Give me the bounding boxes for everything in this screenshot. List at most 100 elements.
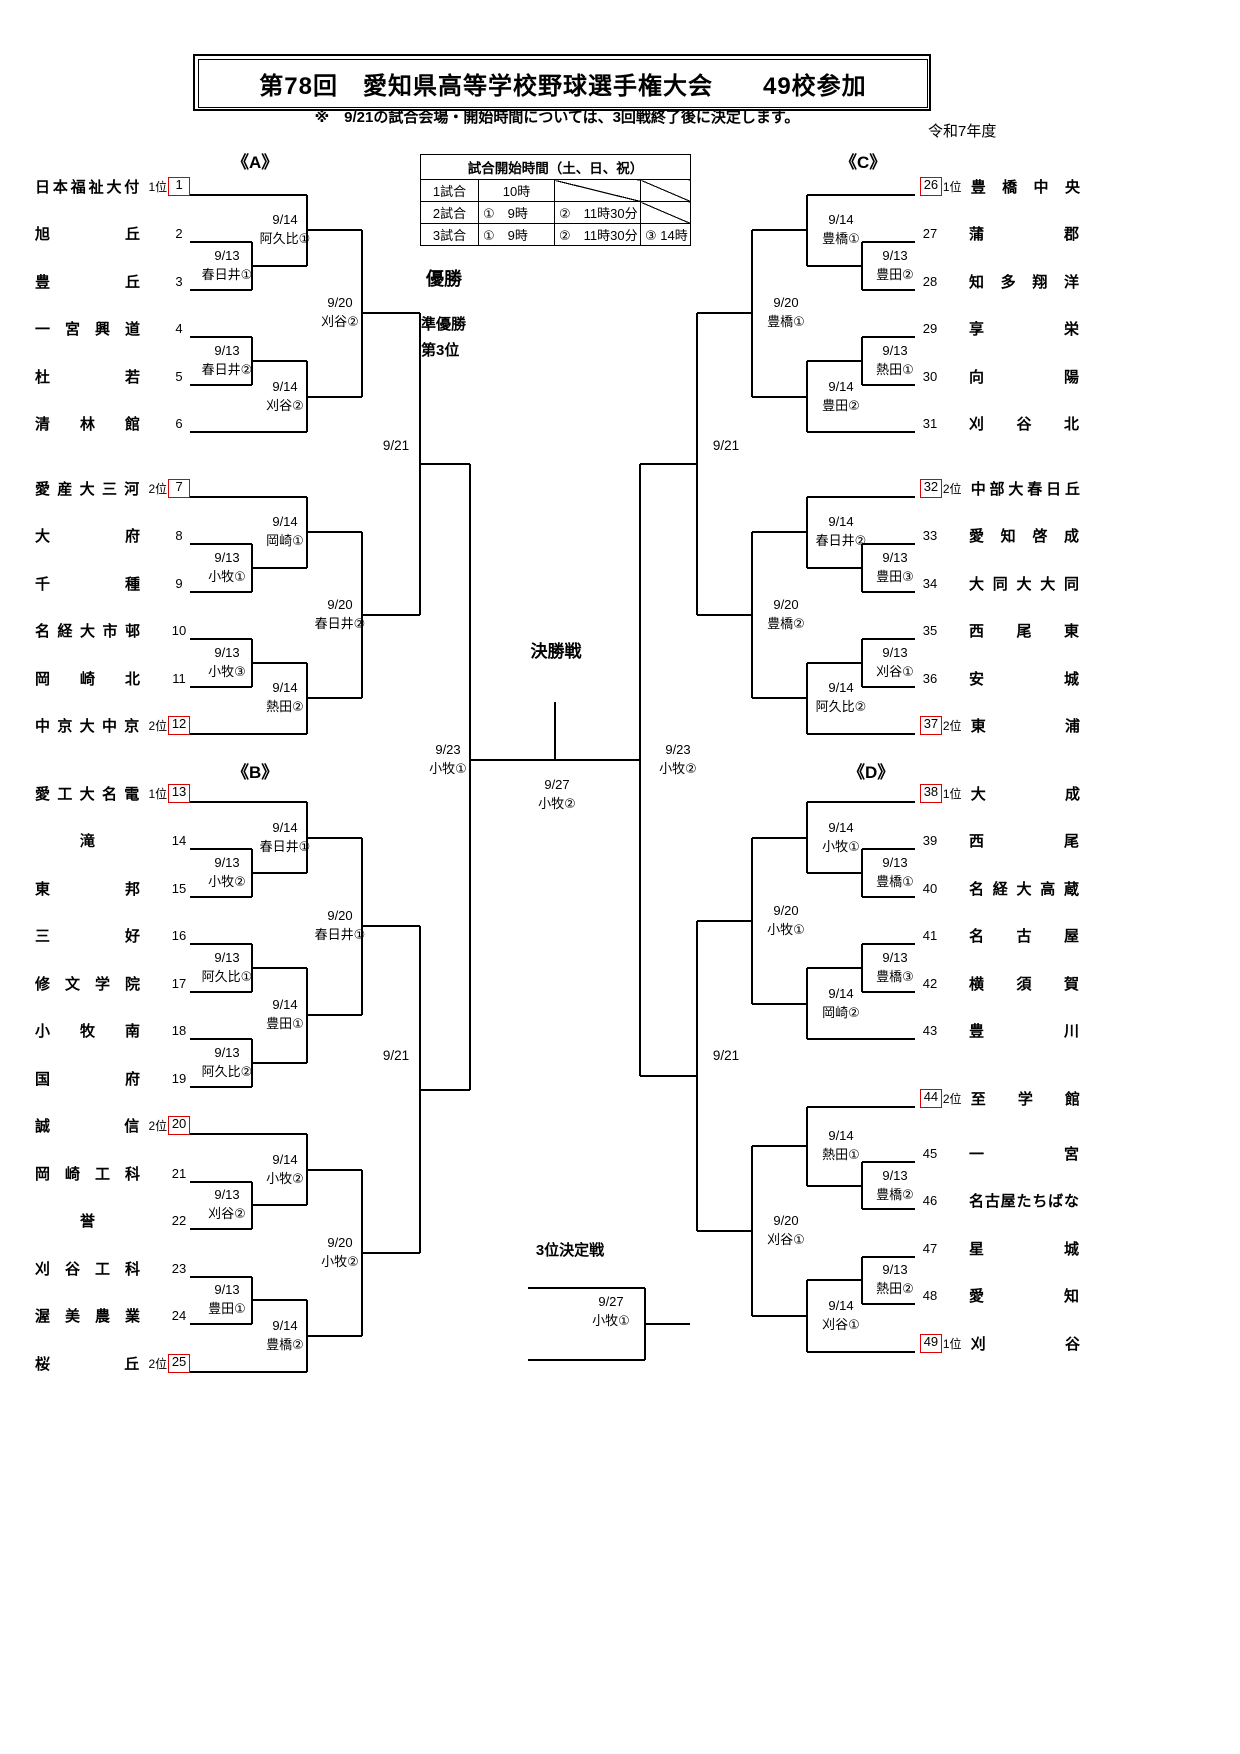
match-venue: 春日井① [314, 927, 366, 942]
match-date: 9/20 [327, 597, 353, 612]
team-number: 17 [171, 976, 187, 991]
team-name: 知多翔洋 [969, 274, 1079, 291]
era-label: 令和7年度 [928, 123, 997, 140]
team-name: 日本福祉大付 [35, 179, 140, 196]
match-label-b-qf-1: 9/20 春日井① [309, 906, 371, 944]
match-venue: 小牧② [659, 761, 697, 776]
match-date: 9/14 [828, 212, 854, 227]
match-venue: 小牧① [822, 839, 860, 854]
team-name: 小牧南 [35, 1023, 140, 1040]
match-date: 9/13 [214, 1187, 240, 1202]
team-row-15: 東邦 15 [35, 880, 190, 898]
match-venue: 小牧① [208, 569, 246, 584]
team-name: 至学館 [970, 1091, 1080, 1108]
team-number: 32 [920, 479, 942, 498]
team-seed: 2位 [148, 1357, 168, 1371]
bracket-block-a [190, 194, 470, 735]
team-name: 東浦 [970, 718, 1080, 735]
team-number: 42 [922, 976, 938, 991]
match-venue: 春日井② [201, 362, 253, 377]
match-venue: 岡崎① [266, 533, 304, 548]
match-venue: 熱田① [876, 362, 914, 377]
match-date: 9/14 [272, 514, 298, 529]
schedule-cell: ③ 14時 [640, 223, 691, 246]
match-venue: 豊橋① [876, 874, 914, 889]
match-date: 9/20 [327, 1235, 353, 1250]
team-number: 18 [171, 1023, 187, 1038]
match-date: 9/13 [214, 950, 240, 965]
match-venue: 小牧① [592, 1313, 630, 1328]
team-number: 12 [168, 716, 190, 735]
match-date: 9/14 [828, 680, 854, 695]
block-b-label: 《B》 [232, 763, 279, 782]
match-venue: 豊田③ [876, 569, 914, 584]
match-date: 9/13 [882, 248, 908, 263]
team-name: 蒲郡 [969, 226, 1079, 243]
team-name: 岡崎北 [35, 671, 140, 688]
schedule-cell-empty [640, 201, 691, 224]
match-date: 9/20 [327, 908, 353, 923]
team-number: 31 [922, 416, 938, 431]
team-number: 48 [922, 1288, 938, 1303]
match-date: 9/13 [214, 645, 240, 660]
match-venue: 春日井① [201, 267, 253, 282]
team-name: 杜若 [35, 369, 140, 386]
team-number: 34 [922, 576, 938, 591]
match-venue: 刈谷② [321, 314, 359, 329]
team-number: 2 [175, 226, 183, 241]
match-date-b-final: 9/21 [382, 1048, 410, 1063]
match-venue: 小牧① [429, 761, 467, 776]
team-number: 15 [171, 881, 187, 896]
team-number: 36 [922, 671, 938, 686]
match-venue: 小牧② [208, 874, 246, 889]
schedule-cell: ① 9時 [478, 223, 555, 246]
match-venue: 刈谷② [266, 398, 304, 413]
team-seed: 1位 [942, 787, 962, 801]
match-date: 9/20 [773, 903, 799, 918]
schedule-cell-empty [640, 179, 691, 202]
match-date: 9/13 [214, 1282, 240, 1297]
match-venue: 熱田② [266, 699, 304, 714]
team-name: 名経大高蔵 [969, 881, 1079, 898]
team-name: 東邦 [35, 881, 140, 898]
team-number: 40 [922, 881, 938, 896]
match-venue: 阿久比① [201, 969, 253, 984]
match-date: 9/20 [773, 295, 799, 310]
match-venue: 刈谷① [767, 1232, 805, 1247]
team-number: 24 [171, 1308, 187, 1323]
team-name: 豊丘 [35, 274, 140, 291]
team-number: 25 [168, 1354, 190, 1373]
team-number: 46 [922, 1193, 938, 1208]
bracket-block-b [190, 801, 470, 1373]
team-number: 39 [922, 833, 938, 848]
schedule-row-2: 2試合 ① 9時 ② 11時30分 [420, 201, 691, 224]
